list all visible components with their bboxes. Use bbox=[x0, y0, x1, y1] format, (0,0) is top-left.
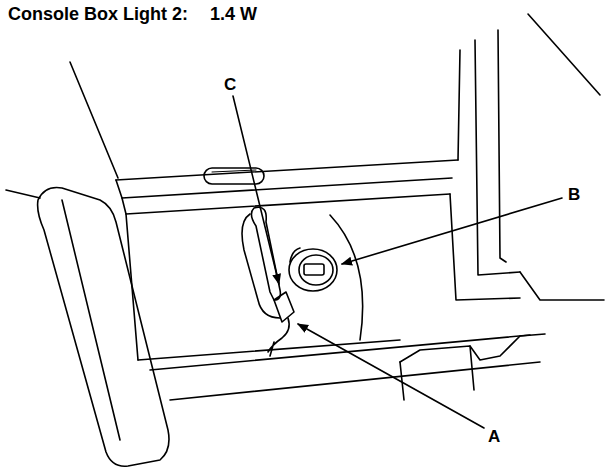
title: Console Box Light 2: bbox=[8, 5, 188, 23]
light-socket bbox=[299, 255, 333, 285]
console-rim bbox=[38, 188, 169, 467]
light-socket bbox=[289, 249, 337, 291]
wire bbox=[268, 318, 289, 356]
front-ledge bbox=[400, 346, 474, 400]
front-ledge bbox=[400, 334, 545, 362]
inner-wall bbox=[126, 214, 138, 360]
floor-edge bbox=[170, 362, 540, 400]
callout-letter: C bbox=[224, 76, 236, 93]
wattage: 1.4 W bbox=[210, 5, 257, 23]
light-socket bbox=[304, 264, 324, 275]
right-wall bbox=[475, 40, 520, 275]
right-wall bbox=[520, 272, 604, 300]
leader-line bbox=[233, 96, 279, 284]
slot bbox=[212, 170, 256, 172]
leader-line bbox=[298, 324, 484, 428]
console-edge bbox=[116, 178, 452, 198]
inner-wall bbox=[450, 194, 520, 300]
right-wall bbox=[498, 30, 506, 262]
console-edge bbox=[70, 62, 118, 178]
slot bbox=[204, 168, 264, 184]
console-edge bbox=[6, 190, 40, 198]
leader-line bbox=[342, 198, 562, 264]
console-rim-inner bbox=[62, 200, 120, 440]
right-wall bbox=[528, 14, 600, 95]
floor-edge bbox=[150, 335, 530, 370]
console-edge bbox=[116, 160, 458, 180]
right-wall bbox=[458, 50, 460, 160]
connector-plug bbox=[274, 292, 294, 322]
light-socket bbox=[290, 248, 300, 262]
callout-letter: B bbox=[568, 186, 580, 203]
bulb-holder bbox=[251, 207, 280, 300]
console-edge bbox=[122, 194, 450, 214]
callout-letter: A bbox=[488, 428, 500, 445]
